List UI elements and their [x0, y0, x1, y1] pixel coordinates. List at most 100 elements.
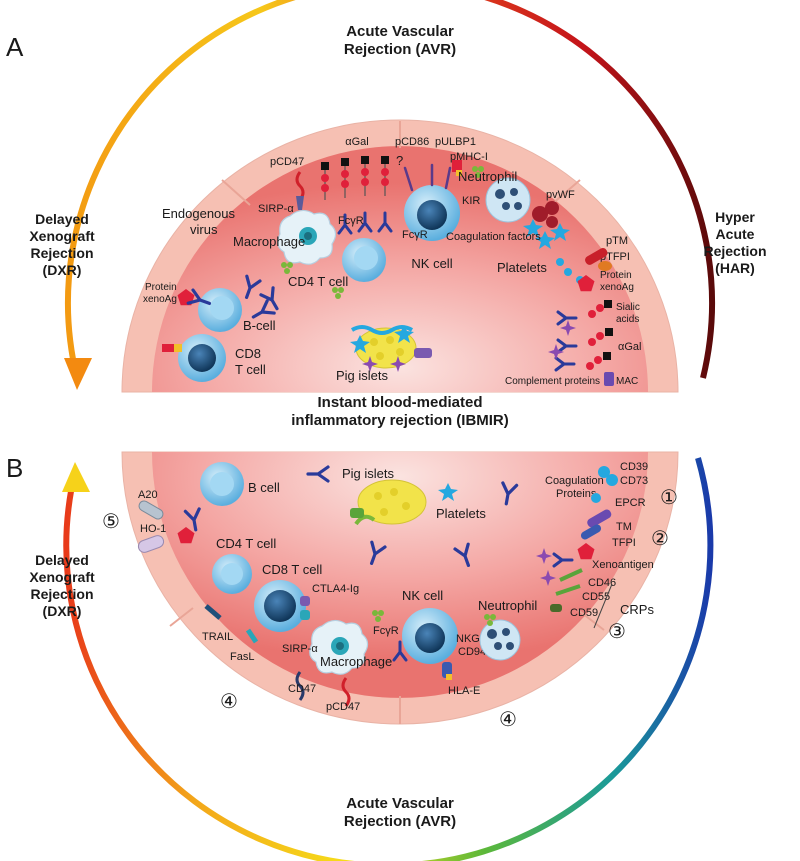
- pvwf-clot-a: [523, 201, 570, 249]
- macrophage-a: [277, 209, 337, 265]
- mac-icon: [604, 372, 614, 386]
- label-cd8-a1: CD8: [235, 346, 261, 361]
- pig-islets-a: [350, 325, 432, 372]
- cd8-cell-a: [162, 334, 226, 382]
- label-cd4-b: CD4 T cell: [216, 536, 276, 551]
- panel-b-letter: B: [6, 453, 23, 483]
- label-kir: KIR: [462, 195, 480, 207]
- agal-chains-right: [548, 300, 613, 372]
- nk-receptors-a: [403, 163, 452, 192]
- svg-text:Xenograft: Xenograft: [29, 569, 95, 585]
- svg-text:Rejection: Rejection: [703, 243, 766, 259]
- svg-text:Hyper: Hyper: [715, 209, 755, 225]
- panel-b-vessel-lumen: [152, 452, 648, 698]
- number-1: ①: [660, 487, 678, 509]
- label-tfpi: TFPI: [612, 537, 636, 549]
- crps-bracket: [593, 583, 613, 629]
- nk-cell-b: [392, 608, 458, 664]
- label-fasl: FasL: [230, 651, 254, 663]
- label-cd8-b: CD8 T cell: [262, 562, 322, 577]
- label-protein-xeno-l2: xenoAg: [143, 294, 177, 305]
- label-pcd86: pCD86: [395, 136, 429, 148]
- svg-text:Delayed: Delayed: [35, 211, 89, 227]
- label-bcell-b: B cell: [248, 480, 280, 495]
- label-coag-a: Coagulation factors: [446, 231, 541, 243]
- b-cell-b: [200, 462, 244, 506]
- label-sialic-2: acids: [616, 314, 639, 325]
- label-sialic-1: Sialic: [616, 302, 640, 313]
- label-protein-xeno-l1: Protein: [145, 282, 177, 293]
- panel-b-wall-divider-3: [169, 607, 194, 627]
- panel-b: B Delayed Xenograft Rejection (DXR) Acut…: [6, 451, 714, 861]
- label-complement: Complement proteins: [505, 376, 600, 387]
- label-mac: MAC: [616, 376, 638, 387]
- label-cd46: CD46: [588, 577, 616, 589]
- number-4a: ④: [220, 691, 238, 713]
- panel-a-wall-divider-1: [221, 179, 251, 206]
- label-endogenous-1: Endogenous: [162, 206, 236, 221]
- macrophage-b: [309, 619, 369, 675]
- label-sirp-b: SIRP-α: [282, 643, 318, 655]
- svg-text:(HAR): (HAR): [715, 260, 755, 276]
- label-xenoantigen: Xenoantigen: [592, 559, 654, 571]
- panel-b-arc: [63, 457, 714, 861]
- number-4b: ④: [499, 709, 517, 731]
- label-cd47: CD47: [288, 683, 316, 695]
- label-tm: TM: [616, 521, 632, 533]
- svg-text:Acute: Acute: [716, 226, 755, 242]
- label-macrophage-b: Macrophage: [320, 654, 392, 669]
- label-agal-top: αGal: [345, 136, 368, 148]
- svg-text:(DXR): (DXR): [43, 603, 82, 619]
- label-cd4-a: CD4 T cell: [288, 274, 348, 289]
- label-islets-b: Pig islets: [342, 466, 395, 481]
- label-epcr: EPCR: [615, 497, 646, 509]
- label-a20: A20: [138, 489, 158, 501]
- label-sirp-a: SIRP-α: [258, 203, 294, 215]
- panel-a: A Acute Vascular Rejection (AVR) Delayed…: [6, 0, 767, 429]
- label-agal-right: αGal: [618, 341, 641, 353]
- label-fcgr-a2: FcγR: [402, 229, 428, 241]
- label-cd55: CD55: [582, 591, 610, 603]
- ho1-icon: [137, 535, 165, 553]
- label-neutrophil-b: Neutrophil: [478, 598, 537, 613]
- label-cd8-a2: T cell: [235, 362, 266, 377]
- label-crps: CRPs: [620, 602, 654, 617]
- label-ctla4: CTLA4-Ig: [312, 583, 359, 595]
- pig-islets-b: [350, 479, 427, 526]
- svg-text:Rejection: Rejection: [30, 245, 93, 261]
- neutrophil-a: [485, 177, 531, 223]
- panel-b-dxr-title: Delayed Xenograft Rejection (DXR): [29, 552, 95, 619]
- label-cd59: CD59: [570, 607, 598, 619]
- label-platelets-b: Platelets: [436, 506, 486, 521]
- svg-text:Delayed: Delayed: [35, 552, 89, 568]
- label-bcell-a: B-cell: [243, 318, 276, 333]
- panel-a-letter: A: [6, 32, 24, 62]
- svg-text:Rejection: Rejection: [30, 586, 93, 602]
- label-pvwf: pvWF: [546, 189, 575, 201]
- ptm-molecule: [585, 248, 608, 265]
- label-coag-b1: Coagulation: [545, 475, 604, 487]
- label-protein-xeno-r1: Protein: [600, 270, 632, 281]
- label-trail: TRAIL: [202, 631, 233, 643]
- cd8-cell-b: [254, 580, 310, 632]
- label-nk-b: NK cell: [402, 588, 443, 603]
- panel-b-wall-divider-2: [577, 609, 605, 631]
- pmhc-peptide: [456, 170, 462, 176]
- panel-a-wall-divider-2: [550, 179, 581, 206]
- label-ho1: HO-1: [140, 523, 166, 535]
- a20-icon: [138, 500, 164, 520]
- panel-a-avr-title-1: Acute Vascular: [346, 23, 454, 40]
- label-platelets-a: Platelets: [497, 260, 547, 275]
- cd47-molecule-b: [295, 671, 305, 701]
- pmhc-molecule: [452, 160, 462, 172]
- cd4-cell-a: [342, 238, 386, 282]
- label-coag-b2: Proteins: [556, 488, 597, 500]
- tm-tfpi-molecules: [577, 509, 612, 560]
- label-neutrophil-a: Neutrophil: [458, 169, 517, 184]
- label-pcd47-a: pCD47: [270, 156, 304, 168]
- unknown-ligand-icon: ?: [396, 153, 403, 168]
- coag-proteins-b: [591, 466, 618, 503]
- label-nk-a: NK cell: [411, 256, 452, 271]
- number-3: ③: [608, 621, 626, 643]
